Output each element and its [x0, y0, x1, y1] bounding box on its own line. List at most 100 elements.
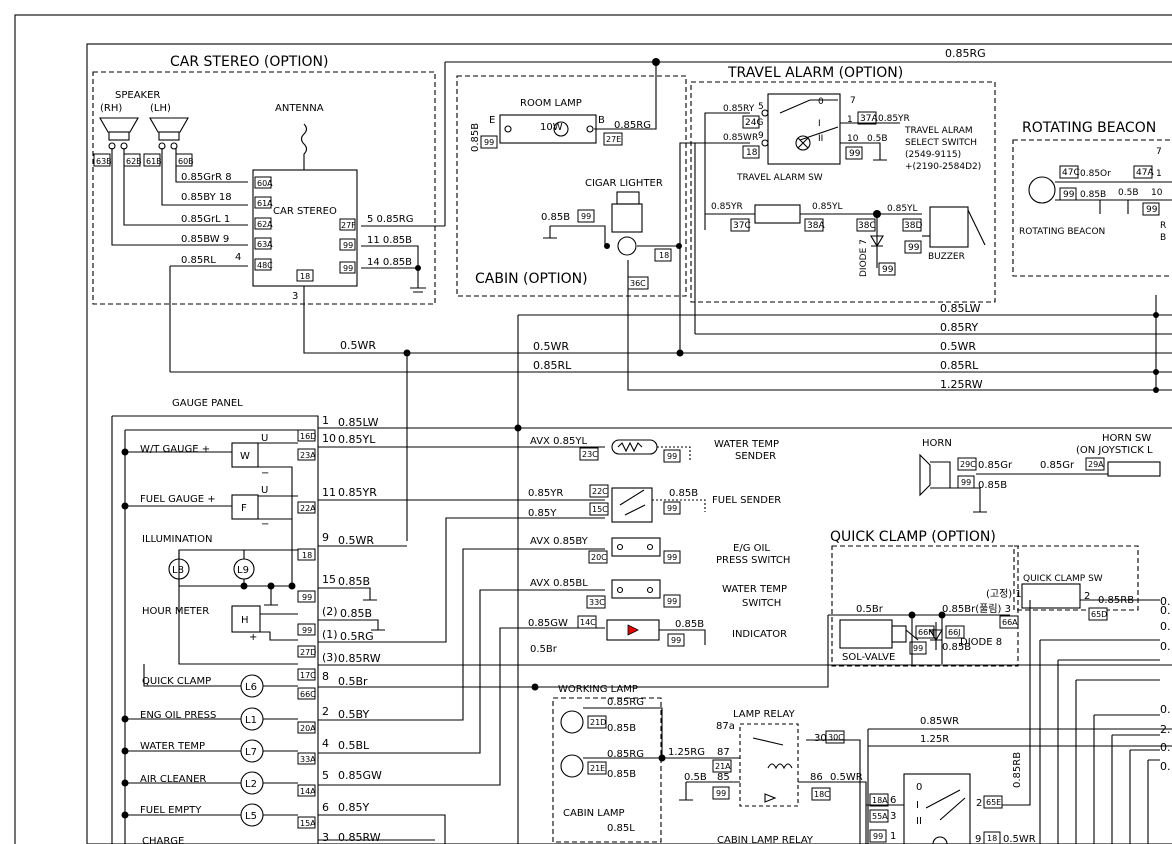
svg-text:0.5Br: 0.5Br — [338, 675, 368, 688]
svg-text:3: 3 — [890, 811, 896, 822]
svg-text:0.: 0. — [1160, 741, 1171, 754]
svg-text:3: 3 — [322, 831, 329, 844]
svg-text:0.85B: 0.85B — [1080, 190, 1106, 200]
svg-text:2: 2 — [976, 798, 982, 809]
svg-text:(ON JOYSTICK L: (ON JOYSTICK L — [1076, 445, 1153, 456]
svg-text:0.5B: 0.5B — [867, 134, 888, 144]
svg-text:WATER TEMP: WATER TEMP — [714, 439, 779, 450]
svg-text:−: − — [261, 468, 269, 479]
svg-text:0.5B: 0.5B — [1118, 188, 1139, 198]
quick-clamp-switch-icon — [1021, 583, 1081, 609]
eg-oil-press-switch-icon — [611, 537, 661, 557]
svg-text:QUICK CLAMP: QUICK CLAMP — [142, 676, 211, 687]
fuel-gauge-icon — [231, 494, 259, 520]
svg-text:0.: 0. — [1160, 620, 1171, 633]
svg-text:18: 18 — [659, 251, 669, 260]
horn-icon — [919, 453, 951, 497]
svg-text:0.85YL: 0.85YL — [887, 204, 918, 214]
svg-text:0.85RL: 0.85RL — [533, 359, 572, 372]
cabin-section: CABIN (OPTION) ROOM LAMP E B 10W 0.85B 9… — [456, 58, 1172, 391]
svg-text:1.25RW: 1.25RW — [940, 378, 983, 391]
svg-text:0.5RG: 0.5RG — [340, 630, 374, 643]
svg-text:66C: 66C — [300, 690, 316, 699]
svg-text:99: 99 — [343, 241, 353, 250]
svg-text:SENDER: SENDER — [735, 451, 776, 462]
svg-text:0.85GW: 0.85GW — [338, 769, 382, 782]
svg-text:38A: 38A — [807, 221, 825, 231]
svg-text:0.85Br(풀림) 3: 0.85Br(풀림) 3 — [942, 603, 1011, 615]
svg-text:1.25R: 1.25R — [920, 734, 949, 745]
svg-text:99: 99 — [961, 478, 971, 487]
svg-text:R: R — [1160, 221, 1166, 231]
svg-text:B: B — [598, 115, 605, 126]
svg-text:87: 87 — [717, 747, 730, 758]
svg-text:L2: L2 — [245, 779, 257, 790]
svg-text:29C: 29C — [960, 460, 976, 469]
svg-text:0.85B: 0.85B — [942, 642, 971, 653]
svg-text:AVX 0.85BL: AVX 0.85BL — [530, 578, 588, 589]
svg-text:1: 1 — [322, 414, 329, 427]
svg-text:99: 99 — [849, 149, 861, 159]
svg-text:11 0.85B: 11 0.85B — [367, 235, 412, 246]
svg-text:DIODE 8: DIODE 8 — [960, 637, 1002, 648]
svg-text:0.85LW: 0.85LW — [338, 416, 379, 429]
svg-text:2: 2 — [1084, 591, 1090, 602]
svg-text:L6: L6 — [245, 682, 257, 693]
svg-text:ILLUMINATION: ILLUMINATION — [142, 534, 212, 545]
svg-text:TRAVEL ALRAM: TRAVEL ALRAM — [904, 126, 973, 136]
right-edge-wires: 0. 0. 0. 0. 0. 2. 0. 0. — [1039, 295, 1171, 844]
svg-text:TRAVEL ALARM SW: TRAVEL ALARM SW — [736, 173, 823, 183]
svg-text:0.85GrR 8: 0.85GrR 8 — [181, 172, 232, 183]
svg-text:WATER TEMP: WATER TEMP — [140, 741, 205, 752]
svg-text:0.85B: 0.85B — [607, 723, 636, 734]
svg-text:15C: 15C — [592, 505, 608, 514]
svg-text:5: 5 — [758, 102, 764, 112]
svg-text:PRESS SWITCH: PRESS SWITCH — [716, 555, 790, 566]
svg-text:(2549-9115): (2549-9115) — [905, 150, 961, 160]
svg-text:6: 6 — [890, 795, 896, 806]
svg-text:AVX 0.85YL: AVX 0.85YL — [530, 436, 587, 447]
svg-text:0.85RG: 0.85RG — [607, 749, 644, 760]
svg-text:21D: 21D — [590, 718, 606, 727]
svg-text:0.5WR: 0.5WR — [830, 772, 863, 783]
svg-text:85: 85 — [717, 772, 730, 783]
svg-text:23A: 23A — [300, 451, 316, 460]
svg-text:0.85RY: 0.85RY — [723, 104, 755, 114]
svg-text:4: 4 — [235, 252, 241, 263]
svg-text:99: 99 — [667, 452, 677, 461]
svg-text:18A: 18A — [872, 796, 888, 805]
outer-frame — [14, 14, 1172, 844]
svg-text:AVX 0.85BY: AVX 0.85BY — [530, 536, 589, 547]
quick-clamp-section: QUICK CLAMP (OPTION) 0.5Br 0.85Br(풀림) 3 … — [535, 529, 1160, 688]
lamp-relay-label: LAMP RELAY — [733, 709, 796, 720]
car-stereo-section: CAR STEREO (OPTION) SPEAKER (RH) (LH) AN… — [92, 54, 445, 372]
antenna-icon — [300, 123, 308, 170]
svg-text:0.85B: 0.85B — [675, 619, 704, 630]
cigar-lighter-icon — [611, 203, 643, 233]
svg-text:0.5WR: 0.5WR — [940, 340, 976, 353]
svg-text:0.85RL: 0.85RL — [940, 359, 979, 372]
svg-text:FUEL GAUGE +: FUEL GAUGE + — [140, 494, 216, 505]
speaker-label: SPEAKER — [115, 90, 160, 101]
speaker-rh-icon — [99, 117, 139, 133]
working-lamp-label: WORKING LAMP — [558, 684, 638, 695]
cabin-lamp-switch — [903, 773, 971, 844]
svg-text:W: W — [240, 451, 250, 462]
svg-text:38C: 38C — [858, 221, 876, 231]
svg-text:99: 99 — [908, 243, 920, 253]
svg-text:L7: L7 — [245, 747, 257, 758]
svg-text:0.85GrL 1: 0.85GrL 1 — [181, 214, 230, 225]
svg-text:38D: 38D — [904, 221, 922, 231]
svg-text:99: 99 — [484, 138, 494, 147]
svg-text:0.5WR: 0.5WR — [338, 534, 374, 547]
svg-text:0.85Y: 0.85Y — [528, 508, 557, 519]
harness-bus: 0.85RG 0.5WR 0.5WR 0.85RL 0.85LW 0.85RY … — [170, 47, 1172, 844]
cigar-lighter-label: CIGAR LIGHTER — [585, 178, 663, 189]
svg-text:0: 0 — [916, 782, 922, 793]
cabin-title: CABIN (OPTION) — [475, 271, 588, 287]
svg-text:99: 99 — [873, 832, 883, 841]
svg-text:0.5B: 0.5B — [684, 772, 707, 783]
svg-text:0.85B: 0.85B — [338, 575, 370, 588]
wt-gauge-icon — [231, 442, 259, 468]
